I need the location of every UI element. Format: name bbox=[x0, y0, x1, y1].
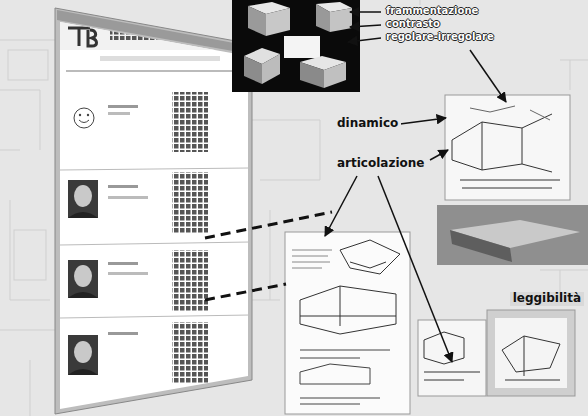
student-row-part bbox=[68, 180, 98, 218]
student-row-part bbox=[108, 196, 148, 199]
student-row-part bbox=[68, 369, 98, 375]
sketch-image-part bbox=[502, 336, 560, 380]
model-photo bbox=[437, 205, 588, 265]
sketch-page-part bbox=[292, 250, 332, 268]
student-row bbox=[68, 172, 208, 234]
sketch-image-part bbox=[452, 114, 560, 188]
render-3d-part bbox=[316, 4, 330, 32]
student-row-part bbox=[172, 92, 208, 152]
label-arrow-part bbox=[350, 25, 381, 27]
browser-window-part-part bbox=[60, 242, 250, 245]
browser-window-part-part bbox=[100, 56, 220, 61]
student-row-part bbox=[108, 262, 138, 265]
render-3d-part bbox=[262, 54, 280, 84]
browser-window-part bbox=[55, 8, 252, 414]
label-arrow-part bbox=[350, 11, 381, 13]
student-row bbox=[68, 322, 208, 384]
concept-label: leggibilità bbox=[510, 292, 584, 306]
render-3d-part bbox=[330, 8, 352, 32]
sketch-image-part bbox=[495, 318, 567, 388]
student-row-part bbox=[68, 292, 98, 298]
render-3d-part bbox=[284, 36, 320, 58]
render-3d bbox=[232, 0, 360, 92]
browser-window-part-part bbox=[60, 315, 250, 318]
student-row-part bbox=[79, 120, 89, 123]
student-row-part bbox=[108, 185, 138, 188]
student-row-part bbox=[172, 172, 208, 234]
sketch-image-part bbox=[418, 320, 486, 396]
floor-plan-background-part bbox=[420, 0, 588, 300]
label-arrow-part bbox=[325, 176, 357, 236]
browser-window-part-part bbox=[60, 168, 250, 170]
label-arrow-part bbox=[470, 50, 506, 102]
student-row-part bbox=[108, 112, 130, 115]
sketch-image bbox=[487, 310, 575, 396]
label-arrow bbox=[325, 12, 506, 362]
concept-label: regolare-irregolare bbox=[384, 31, 496, 43]
sketch-page-part bbox=[340, 240, 400, 274]
sketch-image-part bbox=[445, 95, 570, 200]
render-3d-part bbox=[244, 56, 262, 84]
browser-window-part-part bbox=[68, 28, 97, 46]
student-row-part bbox=[172, 250, 208, 312]
render-3d-part bbox=[266, 8, 290, 36]
browser-window-part-part bbox=[60, 20, 250, 50]
label-arrow-part bbox=[348, 38, 381, 42]
model-photo-part bbox=[450, 230, 512, 262]
browser-window-part bbox=[60, 22, 248, 409]
model-photo-part bbox=[437, 205, 588, 265]
sketch-page-part bbox=[300, 350, 390, 404]
student-row-part bbox=[74, 341, 92, 363]
label-arrow-part bbox=[430, 150, 448, 160]
dashed-link-part bbox=[205, 212, 332, 238]
dashed-link-part bbox=[205, 284, 286, 300]
browser-window-part-part bbox=[110, 30, 190, 40]
render-3d-part bbox=[248, 6, 266, 36]
sketch-image-part bbox=[487, 310, 575, 396]
student-row-part bbox=[68, 260, 98, 298]
student-row-part bbox=[172, 322, 208, 384]
dashed-link bbox=[205, 212, 332, 300]
concept-label: contrasto bbox=[384, 18, 442, 30]
sketch-image-part bbox=[470, 106, 550, 120]
student-row-part bbox=[74, 108, 94, 128]
floor-plan-background-part bbox=[0, 40, 60, 416]
browser-window-part bbox=[60, 20, 250, 384]
student-row-part bbox=[108, 105, 138, 108]
floor-plan-background-part bbox=[8, 50, 48, 80]
concept-label: dinamico bbox=[334, 117, 401, 131]
student-row-part bbox=[108, 332, 138, 335]
label-arrow-part bbox=[400, 118, 446, 124]
student-row-part bbox=[79, 114, 81, 116]
render-3d-part bbox=[300, 62, 324, 88]
student-row-part bbox=[68, 212, 98, 218]
student-row-part bbox=[87, 114, 89, 116]
sketch-image-part bbox=[424, 332, 480, 380]
sketch-page bbox=[285, 232, 410, 414]
student-row-part bbox=[108, 272, 148, 275]
render-3d-part bbox=[324, 62, 346, 88]
student-row-part bbox=[68, 335, 98, 375]
student-row bbox=[74, 92, 208, 152]
sketch-image bbox=[445, 95, 570, 200]
concept-label: frammentazione bbox=[384, 5, 480, 17]
browser-window bbox=[55, 8, 252, 414]
browser-window-part-part bbox=[66, 70, 246, 72]
sketch-image bbox=[418, 320, 486, 396]
floor-plan-background-part bbox=[14, 230, 46, 280]
label-arrow-part bbox=[378, 176, 452, 362]
render-3d-part bbox=[232, 0, 360, 92]
student-row-part bbox=[74, 265, 92, 287]
student-row-part bbox=[74, 185, 92, 207]
concept-label: articolazione bbox=[334, 157, 427, 171]
sketch-page-part bbox=[300, 286, 396, 334]
student-row bbox=[68, 250, 208, 312]
browser-window-part bbox=[57, 10, 250, 54]
sketch-page-part bbox=[285, 232, 410, 414]
